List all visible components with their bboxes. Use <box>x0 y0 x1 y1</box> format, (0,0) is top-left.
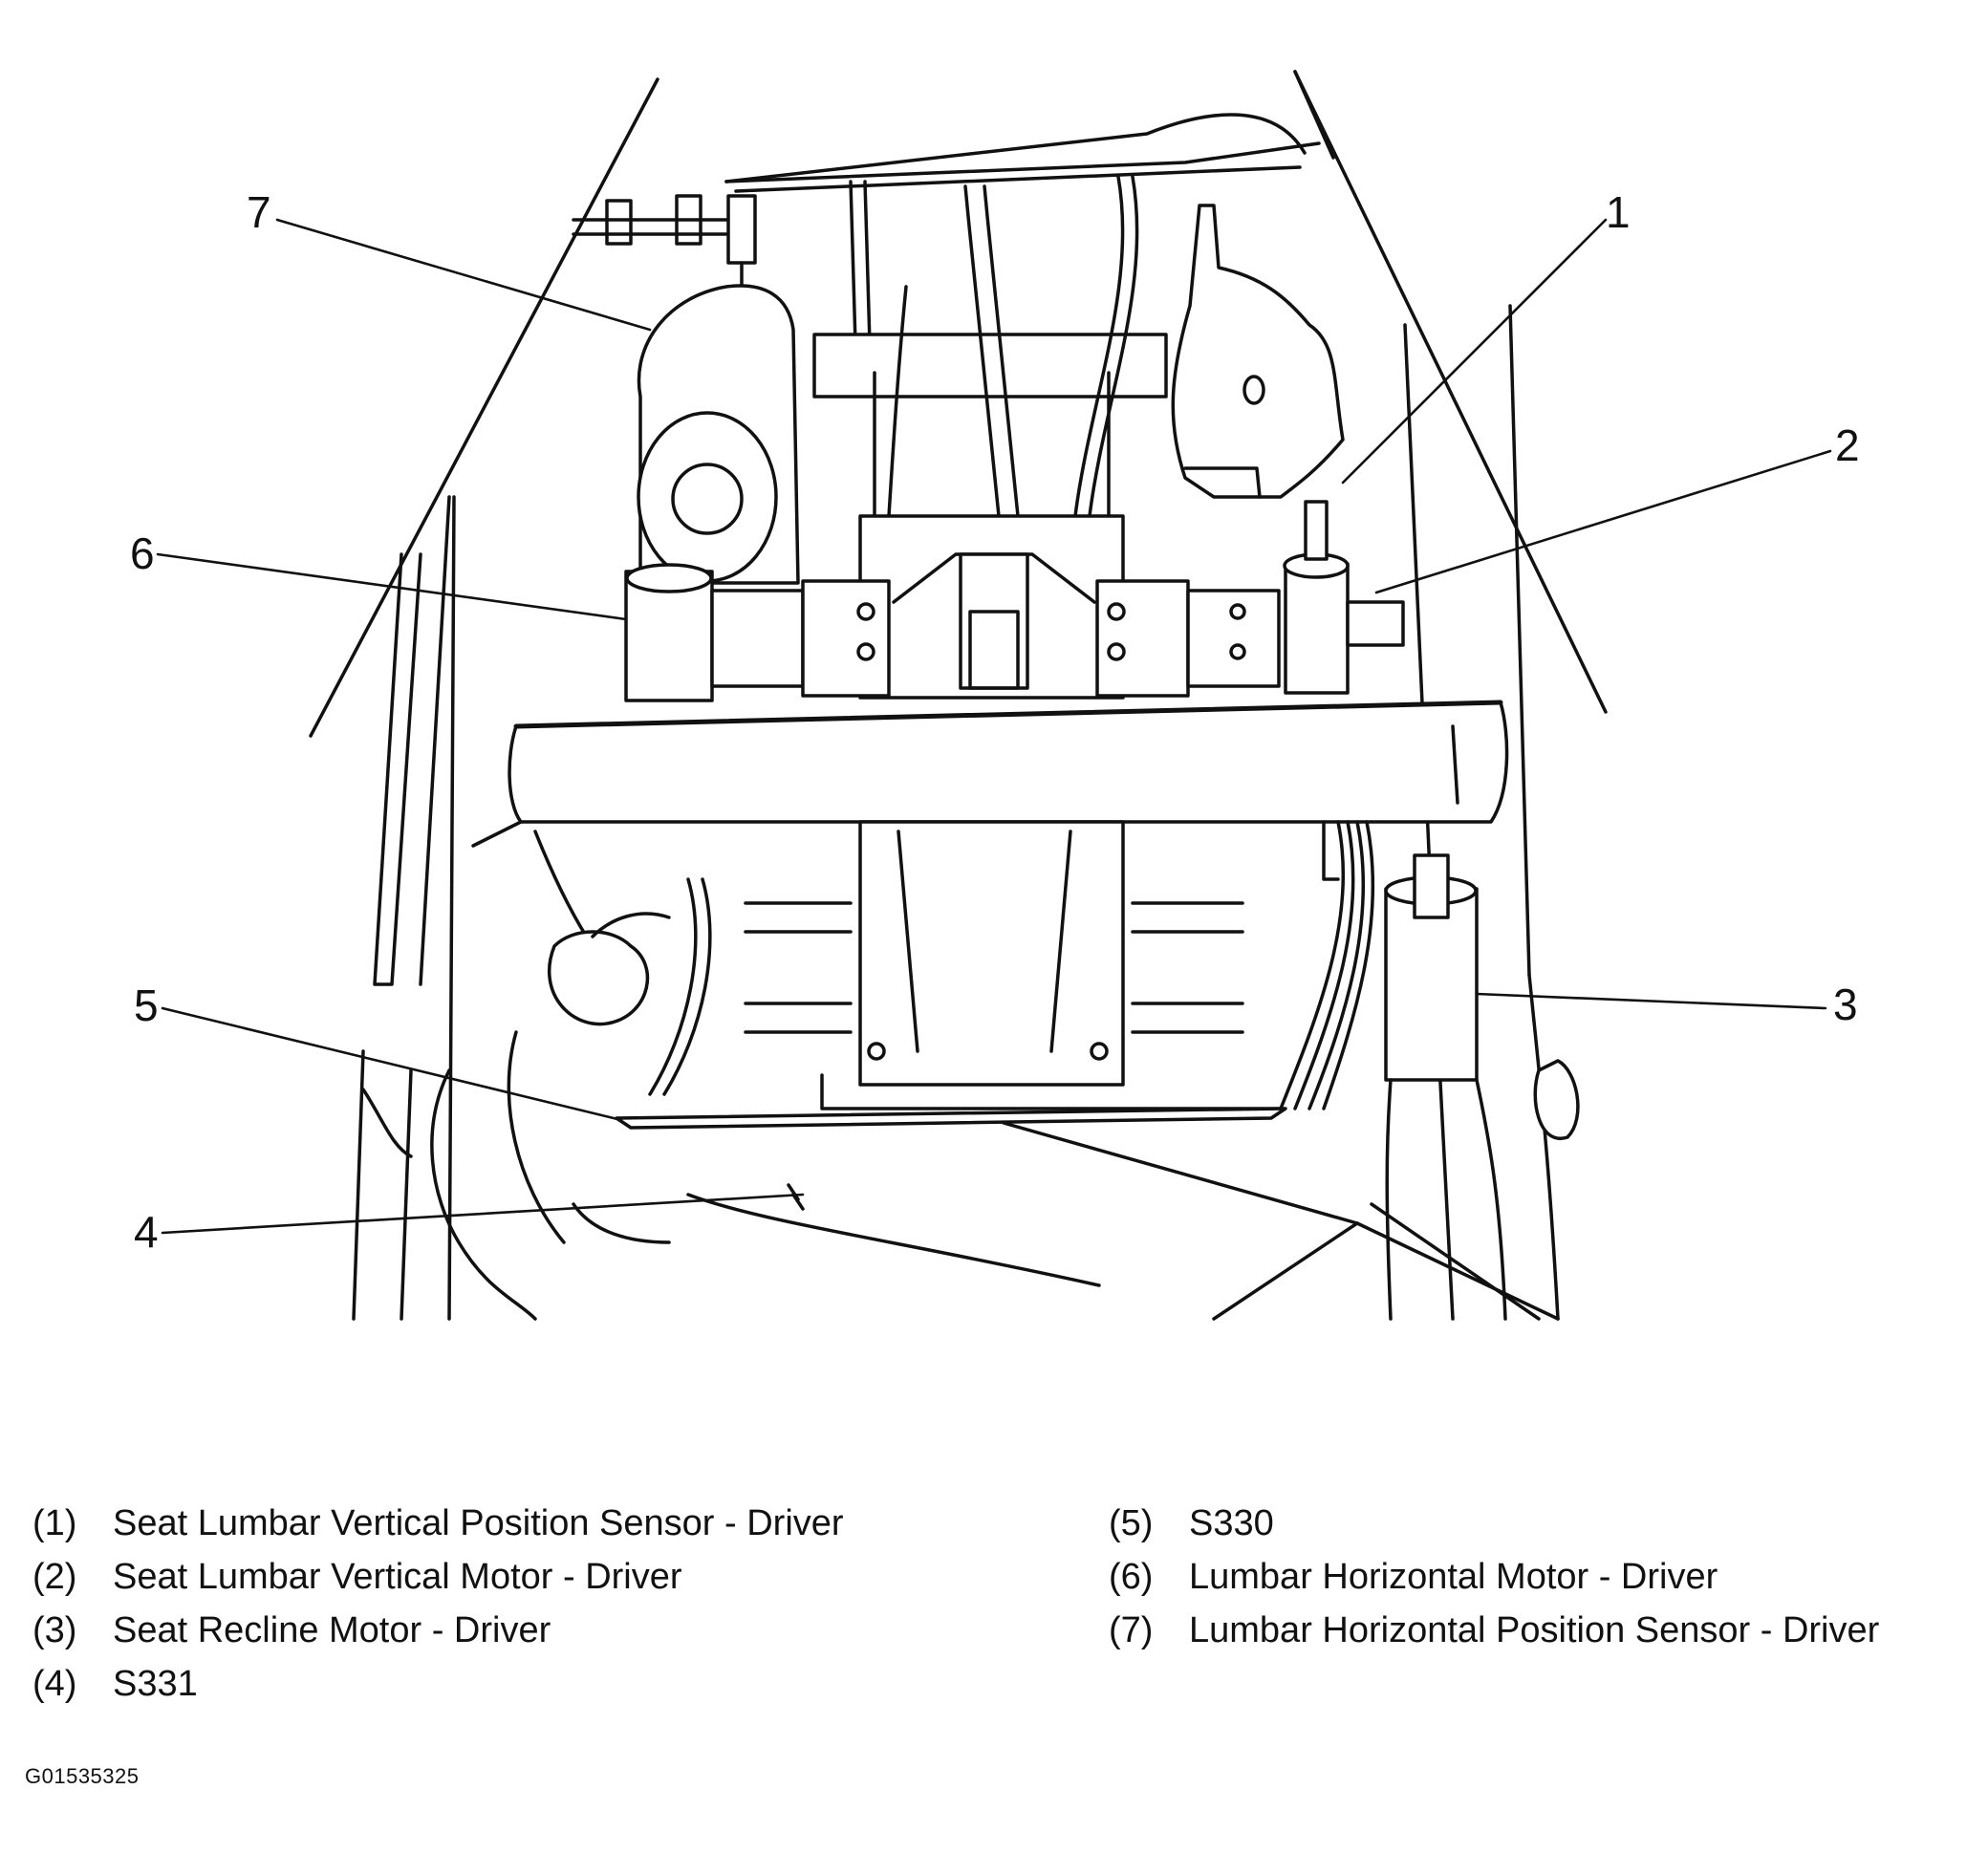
legend-item-number: (3) <box>32 1610 77 1650</box>
top-connectors <box>572 180 872 346</box>
legend-item-number: (7) <box>1109 1610 1154 1650</box>
legend-item-7: (7) Lumbar Horizontal Position Sensor - … <box>1109 1609 1988 1651</box>
legend-item-5: (5) S330 <box>1109 1502 1988 1544</box>
seat-back-component-diagram: 7 6 1 2 3 5 4 <box>130 70 1860 1321</box>
leader-3 <box>1475 992 1827 1010</box>
legend-item-label: Seat Recline Motor - Driver <box>113 1610 551 1650</box>
callout-number-2: 2 <box>1835 420 1860 470</box>
callout-number-4: 4 <box>134 1207 159 1257</box>
legend-item-number: (2) <box>32 1557 77 1597</box>
lower-panel <box>615 820 1560 1321</box>
leader-1 <box>1341 218 1608 485</box>
leader-5 <box>161 1006 623 1122</box>
legend-left-column: (1) Seat Lumbar Vertical Position Sensor… <box>32 1502 893 1716</box>
leader-6 <box>156 552 628 621</box>
component-seat-recline-motor <box>1384 853 1580 1321</box>
legend-item-label: S331 <box>113 1664 198 1704</box>
center-slide-mechanism <box>858 514 1125 700</box>
legend-item-number: (5) <box>1109 1503 1154 1543</box>
legend-item-4: (4) S331 <box>32 1663 893 1705</box>
legend-right-column: (5) S330 (6) Lumbar Horizontal Motor - D… <box>1109 1502 1988 1663</box>
main-crossbar <box>471 700 1509 848</box>
legend-item-label: Seat Lumbar Vertical Position Sensor - D… <box>113 1503 844 1543</box>
legend-item-label: Lumbar Horizontal Motor - Driver <box>1189 1557 1718 1597</box>
legend-item-1: (1) Seat Lumbar Vertical Position Sensor… <box>32 1502 893 1544</box>
leader-2 <box>1374 449 1832 594</box>
component-lumbar-horizontal-position-sensor <box>637 284 800 585</box>
legend-item-6: (6) Lumbar Horizontal Motor - Driver <box>1109 1556 1988 1598</box>
callout-numbers: 7 6 1 2 3 5 4 <box>130 187 1860 1257</box>
callout-number-3: 3 <box>1833 980 1858 1029</box>
legend-item-label: S330 <box>1189 1503 1274 1543</box>
leader-lines <box>156 218 1832 1235</box>
figure-id: G01535325 <box>25 1764 140 1788</box>
legend-item-number: (4) <box>32 1664 77 1704</box>
leader-7 <box>275 218 652 332</box>
legend-item-number: (1) <box>32 1503 77 1543</box>
upper-bracket <box>812 175 1168 518</box>
component-seat-lumbar-vertical-motor <box>1095 500 1405 698</box>
callout-number-6: 6 <box>130 528 155 578</box>
leader-4 <box>161 1193 805 1235</box>
legend-item-label: Seat Lumbar Vertical Motor - Driver <box>113 1557 682 1597</box>
component-lumbar-vertical-position-sensor <box>1171 204 1345 499</box>
legend-item-2: (2) Seat Lumbar Vertical Motor - Driver <box>32 1556 893 1598</box>
callout-number-5: 5 <box>134 981 159 1030</box>
legend-item-label: Lumbar Horizontal Position Sensor - Driv… <box>1189 1610 1880 1650</box>
callout-number-1: 1 <box>1606 187 1631 237</box>
component-lumbar-horizontal-motor <box>624 563 891 702</box>
legend-item-number: (6) <box>1109 1557 1154 1597</box>
seat-frame <box>309 70 1608 1321</box>
legend-item-3: (3) Seat Recline Motor - Driver <box>32 1609 893 1651</box>
lower-left-padding <box>361 912 1101 1321</box>
callout-number-7: 7 <box>247 187 271 237</box>
